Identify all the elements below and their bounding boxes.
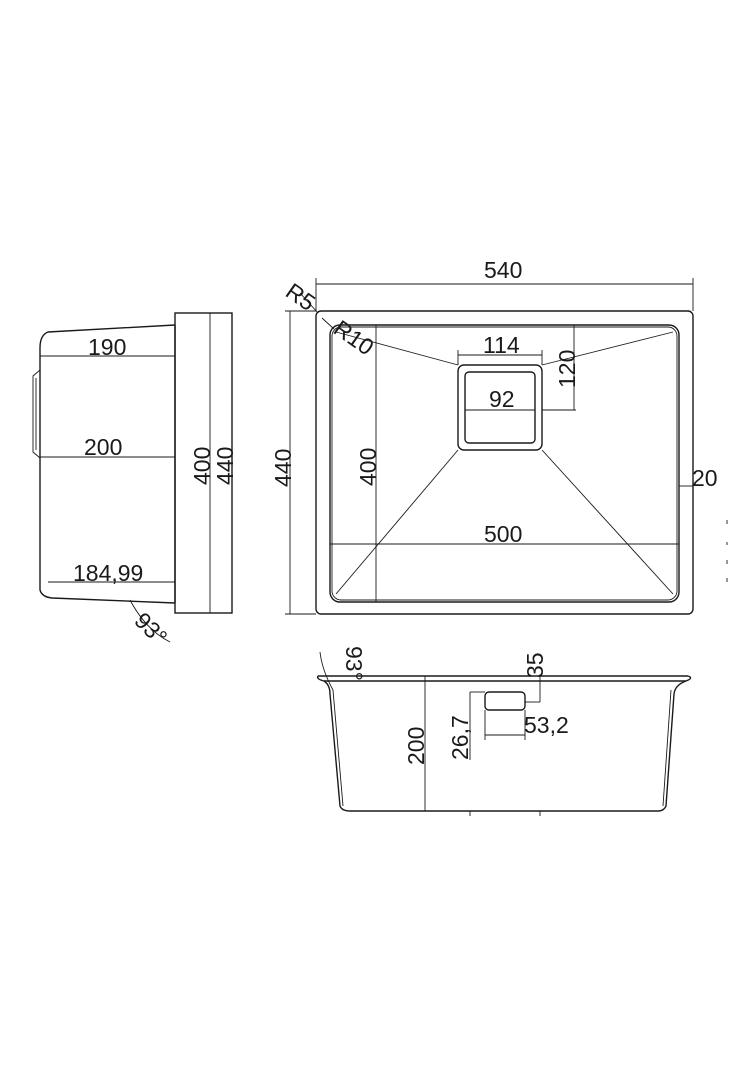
front-label-26-7: 26,7	[447, 715, 473, 760]
side-label-184-99: 184,99	[73, 560, 143, 586]
side-label-angle: 93°	[129, 607, 172, 650]
front-label-35: 35	[522, 652, 548, 678]
front-label-angle: 93°	[341, 646, 367, 681]
front-bowl-inner-right	[662, 689, 672, 807]
top-inner-bowl	[329, 324, 680, 603]
side-bowl-profile	[39, 324, 176, 604]
top-r10-leader	[321, 317, 335, 330]
top-drain-inner	[464, 371, 536, 444]
front-flange-left-end	[316, 675, 325, 682]
front-label-53-2: 53,2	[524, 712, 569, 738]
top-label-440: 440	[270, 449, 296, 487]
top-label-20: 20	[692, 465, 718, 491]
side-label-400: 400	[189, 447, 215, 485]
front-bowl-inner-left	[332, 689, 344, 807]
top-label-120: 120	[554, 350, 580, 388]
top-drain-outer	[457, 364, 543, 451]
top-label-540: 540	[484, 257, 522, 283]
front-overflow-slot	[484, 691, 526, 711]
slope-line-bl	[335, 449, 459, 595]
slope-line-tr	[541, 331, 674, 366]
side-angle-arc	[129, 599, 171, 643]
side-drain-outlet	[32, 369, 41, 459]
top-label-r10: R10	[329, 315, 378, 361]
top-view: 540 R5 R10 114 120 92 440 400 500 20	[270, 257, 728, 615]
front-view: 93° 35 26,7 53,2 200	[316, 646, 692, 816]
side-label-200: 200	[84, 434, 122, 460]
side-label-440: 440	[212, 447, 238, 485]
front-bowl-outline	[323, 680, 687, 812]
front-label-200: 200	[403, 727, 429, 765]
front-angle-arc	[319, 651, 334, 691]
slope-line-br	[541, 449, 674, 595]
top-label-114: 114	[483, 332, 520, 358]
top-inner-bowl-line	[331, 326, 678, 601]
slope-line-tl	[335, 331, 459, 366]
side-label-190: 190	[88, 334, 126, 360]
top-label-92: 92	[489, 386, 515, 412]
top-label-500: 500	[484, 521, 522, 547]
front-flange-right-end	[685, 675, 692, 682]
top-r5-leader	[299, 292, 319, 314]
top-label-r5: R5	[281, 278, 320, 316]
side-view: 190 200 184,99 400 440 93°	[32, 312, 238, 650]
top-label-400: 400	[355, 448, 381, 486]
top-outer-rim	[315, 310, 694, 615]
